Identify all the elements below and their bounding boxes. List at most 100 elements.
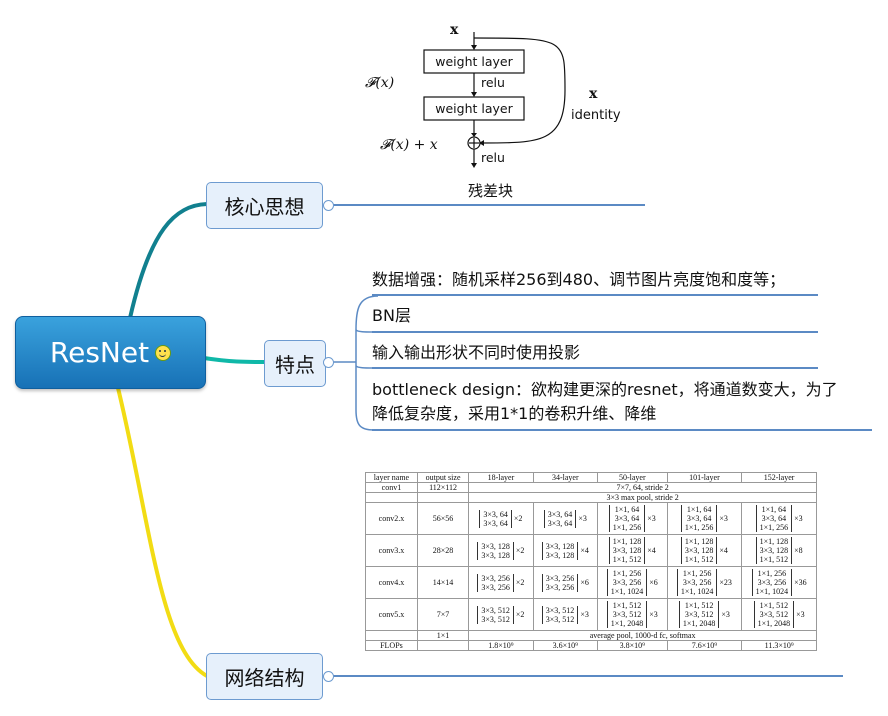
table-cell: 3.6×10⁹ [532,640,599,651]
block-spec-line: 1×1, 256 [757,569,787,578]
block-multiplier: ×23 [719,578,732,587]
block-spec-line: 3×3, 256 [545,573,575,583]
block-spec-line: 1×1, 128 [684,537,714,546]
block-spec-line: 1×1, 256 [684,523,714,532]
topic-structure-label: 网络结构 [224,666,305,690]
block-multiplier: ×2 [515,610,525,619]
block-multiplier: ×6 [580,578,589,587]
table-row: 1×1 average pool, 1000-d fc, softmax [365,630,817,641]
block-spec-line: 1×1, 2048 [682,619,716,628]
block-spec-line: 3×3, 128 [612,546,642,555]
table-header: output size [416,472,470,483]
smiley-icon [155,344,172,361]
block-spec-line: 3×3, 64 [547,518,573,528]
feature-item-projection[interactable]: 输入输出形状不同时使用投影 [372,343,581,362]
block-spec-line: 1×1, 64 [614,505,640,514]
block-spec-line: 1×1, 512 [612,601,642,610]
table-cell: 28×28 [416,534,470,567]
table-cell [365,630,418,641]
feature-item-augmentation[interactable]: 数据增强：随机采样256到480、调节图片亮度饱和度等； [372,270,786,289]
block-multiplier: ×3 [796,610,805,619]
block-spec-line: 1×1, 2048 [610,619,644,628]
block-multiplier: ×3 [578,514,587,523]
table-cell: average pool, 1000-d fc, softmax [468,630,817,641]
relu-1-label: relu [481,75,505,90]
table-header: layer name [365,472,418,483]
topic-features[interactable]: 特点 [264,340,326,387]
block-spec-line: 3×3, 512 [481,614,510,624]
topic-structure[interactable]: 网络结构 [206,653,323,700]
table-header: 101-layer [666,472,743,483]
branch-core [128,202,208,319]
branch-features [203,356,267,364]
table-header: 50-layer [597,472,668,483]
table-cell: conv3.x [365,534,418,567]
root-topic-resnet[interactable]: ResNet [15,316,206,389]
feature-underline-3 [372,367,818,369]
block-multiplier: ×8 [794,546,803,555]
block-spec-line: 1×1, 512 [684,601,714,610]
feature-item-bottleneck-2[interactable]: 降低复杂度，采用1*1的卷积升维、降维 [372,404,657,423]
block-spec-line: 1×1, 2048 [757,619,791,628]
block-spec-line: 1×1, 512 [759,601,789,610]
table-cell: conv2.x [365,502,418,535]
block-spec-line: 1×1, 64 [686,505,712,514]
block-spec-line: 1×1, 128 [759,537,789,546]
block-spec-line: 3×3, 512 [612,610,642,619]
block-spec-line: 3×3, 256 [612,578,642,587]
collapse-structure-icon[interactable] [323,671,334,682]
block-spec-line: 3×3, 128 [545,550,575,560]
table-header: 152-layer [741,472,817,483]
features-tick-2 [355,329,374,333]
block-spec-line: 3×3, 128 [481,550,510,560]
block-spec-line: 3×3, 64 [614,514,640,523]
table-cell: 7.6×10⁹ [666,640,743,651]
block-spec-line: 1×1, 128 [612,537,642,546]
architecture-table: layer name output size 18-layer 34-layer… [365,472,817,651]
feature-item-bottleneck-1[interactable]: bottleneck design：欲构建更深的resnet，将通道数变大，为了 [372,380,838,399]
topic-core-idea[interactable]: 核心思想 [206,182,323,229]
block-multiplier: ×36 [794,578,807,587]
block-spec-line: 1×1, 256 [759,523,789,532]
identity-shortcut [473,37,566,144]
branch-structure [116,387,209,678]
table-cell: conv4.x [365,566,418,599]
table-cell: 1.8×10⁹ [468,640,534,651]
block-spec-line: 3×3, 128 [545,541,575,551]
block-multiplier: ×4 [719,546,728,555]
block-spec-line: 3×3, 512 [545,614,575,624]
features-tick-3 [355,365,374,369]
collapse-core-icon[interactable] [323,200,334,211]
table-cell [365,492,418,503]
block-multiplier: ×4 [580,546,589,555]
block-spec-line: 3×3, 256 [757,578,787,587]
topic-features-label: 特点 [275,353,315,377]
block-caption: 残差块 [468,182,514,200]
block-spec-line: 3×3, 64 [483,518,508,528]
identity-x-label: x [589,86,598,102]
feature-item-bn[interactable]: BN层 [372,306,411,325]
table-cell: 11.3×10⁹ [741,640,817,651]
collapse-features-icon[interactable] [323,357,334,368]
block-spec-line: 1×1, 256 [612,523,642,532]
root-label: ResNet [49,336,150,369]
relu-2-label: relu [481,150,505,165]
